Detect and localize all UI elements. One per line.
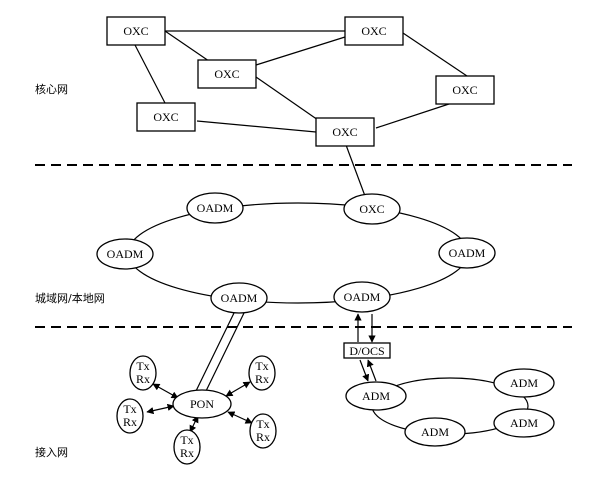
svg-text:Tx: Tx — [255, 359, 268, 373]
adm-node-2: ADM — [493, 368, 555, 398]
oadm-node-bottom-right: OADM — [333, 281, 391, 313]
svg-text:OXC: OXC — [123, 24, 148, 38]
svg-text:OXC: OXC — [332, 125, 357, 139]
txrx-node-3: Tx Rx — [116, 398, 144, 434]
oxc-node-4: OXC — [435, 75, 495, 105]
oadm-pon-link — [195, 312, 245, 392]
txrx-node-5: Tx Rx — [173, 429, 201, 465]
svg-text:Tx: Tx — [256, 417, 269, 431]
oxc-node-5: OXC — [136, 102, 196, 132]
txrx-node-2: Tx Rx — [248, 355, 276, 391]
oadm-node-right: OADM — [438, 237, 496, 269]
oxc-node-3: OXC — [197, 59, 257, 89]
svg-text:OADM: OADM — [221, 291, 258, 305]
svg-text:D/OCS: D/OCS — [349, 344, 384, 358]
svg-text:ADM: ADM — [362, 389, 390, 403]
svg-text:OXC: OXC — [452, 83, 477, 97]
svg-text:ADM: ADM — [510, 376, 538, 390]
metro-ring — [127, 202, 469, 304]
adm-node-4: ADM — [493, 408, 555, 438]
svg-text:Rx: Rx — [136, 372, 150, 386]
pon-links — [146, 381, 253, 433]
svg-text:ADM: ADM — [421, 425, 449, 439]
txrx-node-1: Tx Rx — [129, 355, 157, 391]
svg-text:OADM: OADM — [344, 290, 381, 304]
txrx-node-4: Tx Rx — [249, 413, 277, 449]
oadm-node-top: OADM — [186, 192, 244, 224]
oxc-node-2: OXC — [344, 16, 404, 46]
oadm-node-left: OADM — [96, 238, 154, 270]
section-label-metro: 城域网/本地网 — [35, 291, 105, 305]
svg-text:Tx: Tx — [136, 359, 149, 373]
oxc-ring-node: OXC — [343, 193, 401, 225]
svg-text:Tx: Tx — [123, 402, 136, 416]
section-label-access: 接入网 — [35, 446, 68, 459]
svg-text:Rx: Rx — [255, 372, 269, 386]
svg-text:Rx: Rx — [180, 446, 194, 460]
svg-text:ADM: ADM — [510, 416, 538, 430]
adm-node-1: ADM — [345, 381, 407, 411]
svg-text:Rx: Rx — [123, 415, 137, 429]
svg-text:OXC: OXC — [214, 67, 239, 81]
docs-node: D/OCS — [343, 342, 391, 359]
docs-adm-link — [359, 359, 377, 382]
svg-text:Tx: Tx — [180, 433, 193, 447]
section-label-core: 核心网 — [35, 82, 68, 96]
svg-text:OADM: OADM — [197, 201, 234, 215]
core-links — [134, 30, 468, 197]
svg-text:Rx: Rx — [256, 430, 270, 444]
oadm-docs-link — [354, 313, 376, 343]
svg-text:OADM: OADM — [449, 246, 486, 260]
pon-node: PON — [172, 389, 232, 419]
svg-text:OXC: OXC — [153, 110, 178, 124]
svg-text:OXC: OXC — [359, 202, 384, 216]
adm-node-3: ADM — [404, 417, 466, 447]
oxc-node-1: OXC — [106, 16, 166, 46]
svg-text:OXC: OXC — [361, 24, 386, 38]
svg-text:OADM: OADM — [107, 247, 144, 261]
oxc-node-6: OXC — [315, 117, 375, 147]
svg-text:PON: PON — [190, 397, 214, 411]
oadm-node-bottom-left: OADM — [210, 282, 268, 314]
